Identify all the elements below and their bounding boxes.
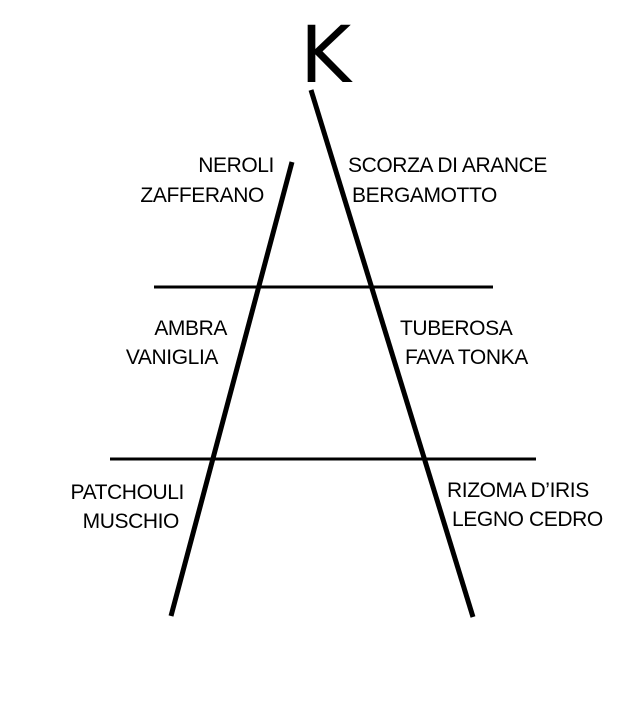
middle-left-note-1: AMBRA <box>154 317 227 340</box>
logo-letter: K <box>300 11 353 101</box>
top-left-note-2: ZAFFERANO <box>140 184 264 207</box>
middle-left-note-2: VANIGLIA <box>126 346 219 369</box>
middle-right-note-2: FAVA TONKA <box>405 346 528 369</box>
base-right-note-2: LEGNO CEDRO <box>452 508 603 531</box>
pyramid-right-side <box>308 89 476 618</box>
top-right-note-2: BERGAMOTTO <box>352 184 497 207</box>
pyramid-left-side <box>168 161 295 617</box>
top-left-note-1: NEROLI <box>198 154 274 177</box>
middle-right-note-1: TUBEROSA <box>400 317 513 340</box>
base-right-note-1: RIZOMA D’IRIS <box>447 479 589 502</box>
top-right-note-1: SCORZA DI ARANCE <box>348 154 547 177</box>
base-left-note-2: MUSCHIO <box>83 510 179 533</box>
base-left-note-1: PATCHOULI <box>71 481 184 504</box>
